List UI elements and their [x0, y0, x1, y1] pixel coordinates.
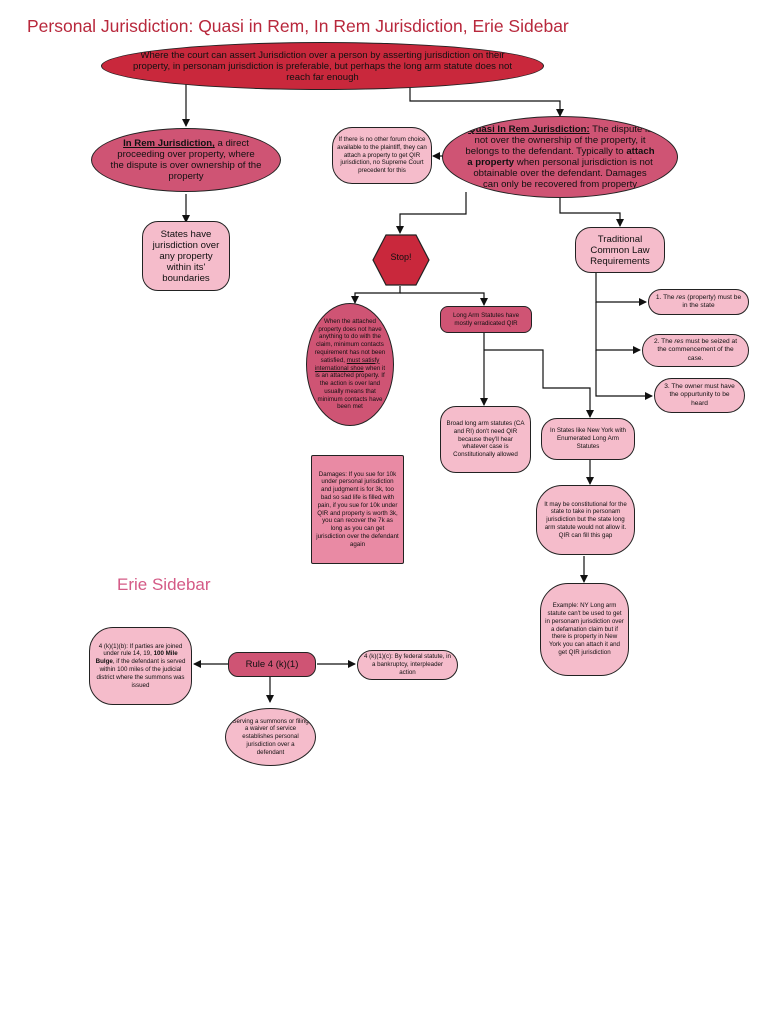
node-damages: Damages: If you sue for 10k under person…: [311, 455, 404, 564]
connector: [396, 192, 467, 234]
node-rule-4k1c: 4 (k)(1)(c): By federal statute, in a ba…: [357, 650, 458, 680]
node-label: In Rem Jurisdiction,: [123, 138, 215, 149]
node-text: States have jurisdiction over any proper…: [152, 228, 220, 284]
node-example: Example: NY Long arm statute can't be us…: [540, 583, 629, 676]
erie-heading: Erie Sidebar: [117, 575, 211, 594]
node-new-york-states: In States like New York with Enumerated …: [541, 418, 635, 460]
node-italic: res: [676, 293, 686, 301]
page-title: Personal Jurisdiction: Quasi in Rem, In …: [27, 16, 569, 36]
node-text: when personal jurisdiction is not obtain…: [473, 157, 653, 190]
node-text: (property) must be in the state: [682, 293, 742, 309]
node-requirement-2: 2. The res must be seized at the commenc…: [642, 334, 749, 367]
connector: [351, 286, 401, 304]
node-text: Traditional Common Law Requirements: [590, 233, 650, 267]
node-no-forum: If there is no other forum choice availa…: [332, 127, 432, 184]
node-text: If there is no other forum choice availa…: [337, 136, 427, 175]
node-long-arm-statutes: Long Arm Statutes have mostly erradicate…: [440, 306, 532, 333]
node-italic: res: [674, 338, 684, 346]
connector: [409, 86, 564, 117]
connector: [484, 349, 594, 418]
node-text: 4 (k)(1)(c): By federal statute, in a ba…: [364, 653, 451, 676]
node-requirement-3: 3. The owner must have the oppurtunity t…: [654, 378, 745, 413]
node-text: The dispute is not over the ownership of…: [465, 124, 652, 157]
node-serving-summons: Serving a summons or filing a waiver of …: [225, 708, 316, 766]
node-underline: must satisfy international shoe: [314, 356, 380, 372]
node-quasi-in-rem: Quasi In Rem Jurisdiction: The dispute i…: [442, 116, 678, 198]
connector: [595, 272, 647, 306]
node-label: Quasi In Rem Jurisdiction:: [468, 124, 590, 135]
node-top-definition: Where the court can assert Jurisdiction …: [101, 42, 544, 90]
node-text: Example: NY Long arm statute can't be us…: [545, 602, 624, 656]
node-states-have: States have jurisdiction over any proper…: [142, 221, 230, 291]
node-text: It may be constitutional for the state t…: [544, 500, 627, 539]
node-constitutional: It may be constitutional for the state t…: [536, 485, 635, 555]
node-rule-4k1b: 4 (k)(1)(b): If parties are joined under…: [89, 627, 192, 705]
connector: [559, 198, 624, 227]
node-rule-4k1: Rule 4 (k)(1): [228, 652, 316, 677]
node-text: when it is an attached property. If the …: [315, 364, 386, 411]
node-bold: 100 Mile Bulge: [95, 650, 178, 666]
node-text: Long Arm Statutes have mostly erradicate…: [452, 311, 520, 327]
node-traditional-requirements: Traditional Common Law Requirements: [575, 227, 665, 273]
node-text: In States like New York with Enumerated …: [549, 427, 626, 450]
node-attached-property: When the attached property does not have…: [306, 303, 394, 426]
node-text: When the attached property does not have…: [314, 317, 386, 364]
node-text: 3. The owner must have the oppurtunity t…: [664, 383, 735, 407]
connector: [400, 292, 488, 306]
node-text: 4 (k)(1)(b): If parties are joined under…: [98, 642, 183, 658]
node-text: Broad long arm statutes (CA and RI) don'…: [446, 420, 525, 459]
stop-hexagon-icon: [372, 234, 430, 286]
stop-label: Stop!: [390, 252, 412, 262]
node-text: Rule 4 (k)(1): [245, 659, 299, 670]
node-in-rem: In Rem Jurisdiction, a direct proceeding…: [91, 128, 281, 192]
node-text: Serving a summons or filing a waiver of …: [232, 717, 309, 756]
node-text: a direct proceeding over property, where…: [110, 138, 262, 182]
node-broad-long-arm: Broad long arm statutes (CA and RI) don'…: [440, 406, 531, 473]
node-text: Where the court can assert Jurisdiction …: [133, 49, 512, 83]
node-bold: attach a property: [467, 146, 655, 168]
connector: [595, 302, 641, 354]
node-text: Damages: If you sue for 10k under person…: [316, 470, 399, 548]
node-text: 1. The: [655, 293, 677, 301]
node-text: 2. The: [653, 338, 675, 346]
node-text: must be seized at the commencement of th…: [657, 338, 738, 362]
connector: [595, 350, 653, 400]
node-text: , if the defendant is served within 100 …: [96, 658, 186, 689]
node-requirement-1: 1. The res (property) must be in the sta…: [648, 289, 749, 315]
